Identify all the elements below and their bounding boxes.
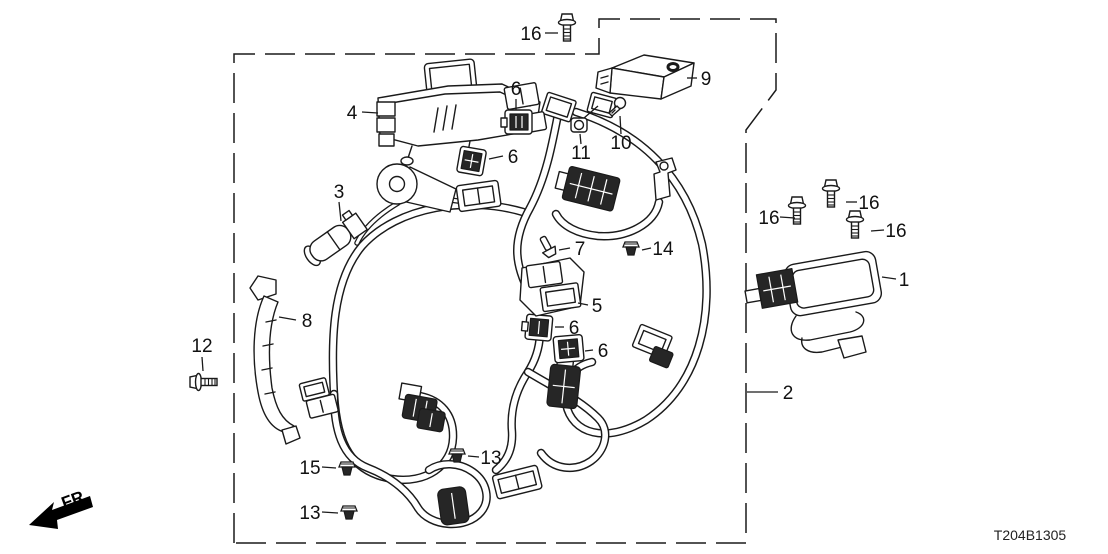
callout-1: 1 — [899, 270, 910, 291]
callout-6c: 6 — [569, 318, 580, 339]
connector-top — [541, 91, 577, 123]
connector-small-a — [298, 377, 330, 402]
callout-16-top: 16 — [520, 24, 541, 45]
callout-16-r3: 16 — [885, 221, 906, 242]
part-4-bracket-assembly — [376, 58, 548, 166]
callout-2: 2 — [783, 383, 794, 404]
screw-10 — [608, 96, 627, 117]
part-3-sensor — [303, 209, 368, 267]
clip-14 — [622, 241, 640, 256]
clip-15 — [338, 461, 356, 476]
callout-16-r2: 16 — [858, 193, 879, 214]
callout-14: 14 — [652, 239, 674, 260]
callout-6a: 6 — [511, 79, 522, 100]
callout-4: 4 — [347, 103, 358, 124]
connector-dark-center — [554, 166, 621, 212]
diagram-boundary — [233, 18, 777, 544]
connector-dark-left-2 — [416, 407, 446, 433]
callout-11: 11 — [571, 143, 591, 164]
part-6c-connector — [520, 313, 554, 342]
bolt-16-top — [557, 13, 577, 42]
bolt-12 — [189, 372, 218, 392]
diagram-code: T204B1305 — [994, 527, 1067, 543]
fr-arrow-icon — [29, 496, 93, 529]
terminal-bracket — [653, 157, 677, 201]
callout-6b: 6 — [508, 147, 519, 168]
harness-eyelet-arm — [376, 163, 502, 213]
callout-16-r1: 16 — [758, 208, 779, 229]
bolt-16-right-2 — [821, 179, 841, 208]
callout-6d: 6 — [598, 341, 609, 362]
callout-9: 9 — [701, 69, 712, 90]
bolt-16-right-1 — [787, 196, 807, 225]
part-6a-connector — [500, 109, 533, 135]
fr-direction-indicator: FR. — [29, 486, 93, 529]
connector-dark-bottom — [437, 486, 470, 526]
harness-connectors — [298, 91, 674, 526]
part-1-control-unit — [744, 250, 883, 359]
callout-10: 10 — [610, 133, 631, 154]
callout-labels: 16 4 6 6 11 10 9 3 7 14 5 6 6 8 12 15 13… — [191, 24, 909, 524]
connector-bottom — [491, 464, 543, 500]
part-6b-connector — [456, 145, 487, 177]
callout-7: 7 — [575, 239, 586, 260]
callout-3: 3 — [334, 182, 345, 203]
connector-small-b — [305, 393, 339, 419]
callout-15: 15 — [299, 458, 320, 479]
part-6d-connector — [552, 334, 585, 364]
leader-lines — [201, 32, 897, 514]
callout-8: 8 — [302, 311, 313, 332]
callout-12: 12 — [191, 336, 212, 357]
clip-7 — [539, 235, 557, 259]
callout-13b: 13 — [480, 448, 501, 469]
connector-top-right — [586, 91, 618, 119]
nut-11 — [570, 117, 588, 133]
clip-13a — [340, 505, 358, 520]
part-8-bracket — [249, 275, 301, 445]
callout-5: 5 — [592, 296, 603, 317]
bolt-16-right-3 — [845, 210, 865, 239]
callout-13a: 13 — [299, 503, 320, 524]
part-5-connector-holder — [519, 257, 585, 317]
part-9-control-box — [595, 54, 695, 100]
connector-right-dark — [649, 346, 674, 369]
